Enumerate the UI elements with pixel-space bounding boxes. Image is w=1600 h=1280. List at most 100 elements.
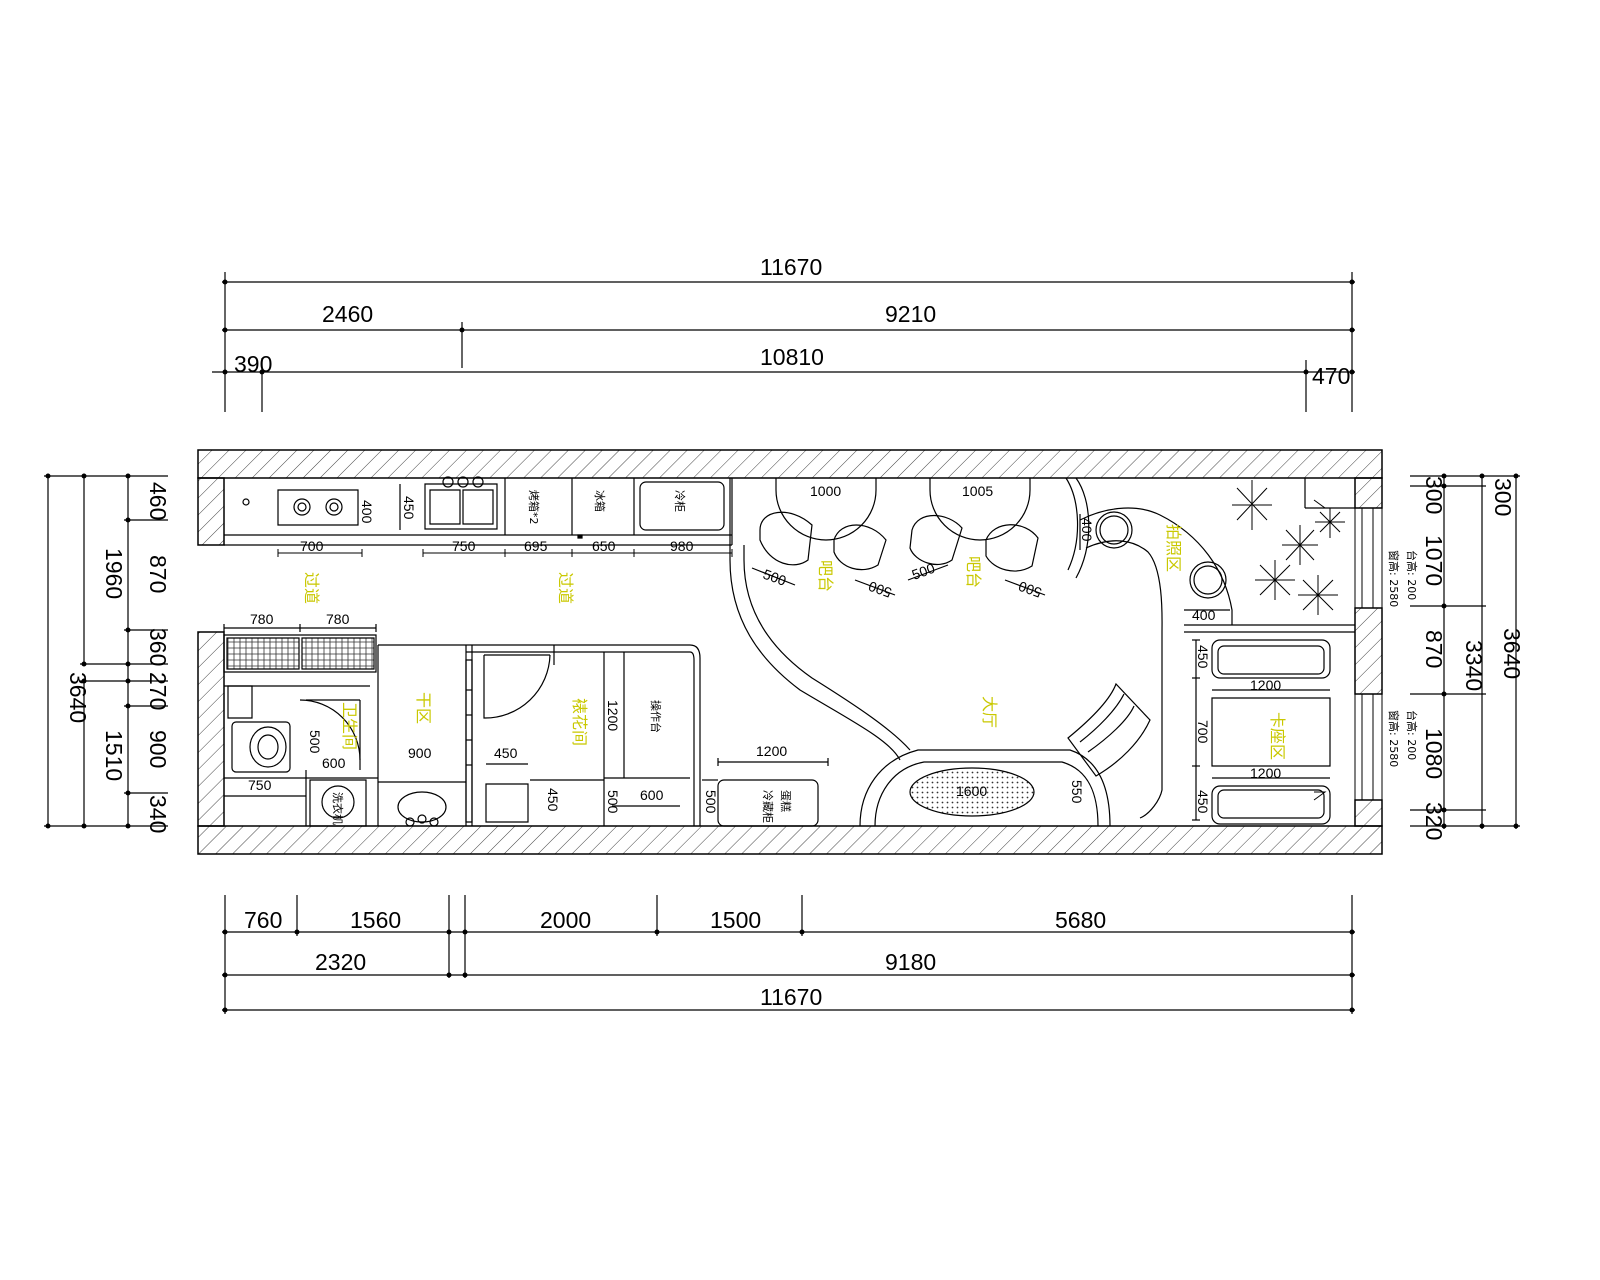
toilet-room-label: 卫生间 — [340, 702, 359, 750]
shelf-height: 1200 — [605, 700, 621, 731]
card-area-label: 卡座区 — [1268, 712, 1287, 760]
dim-right-f: 300 — [1421, 476, 1447, 514]
stove-icon — [278, 490, 358, 525]
sofa-gap: 700 — [1195, 720, 1211, 744]
wc-width: 750 — [248, 777, 272, 793]
toilet-icon — [232, 722, 290, 772]
plant-icon — [1232, 480, 1345, 615]
kitchen-counter — [224, 477, 732, 545]
counter-dims-line — [278, 549, 732, 557]
dim-right-total: 3640 — [1499, 628, 1525, 679]
bottom-dimensions — [222, 895, 1355, 1014]
dim-left-f: 340 — [145, 795, 171, 833]
dry-area-label: 干区 — [414, 692, 433, 724]
dim-right-a: 300 — [1490, 478, 1516, 516]
dim-left-upper: 1960 — [101, 548, 127, 599]
round-stool-2 — [1190, 562, 1226, 598]
cab2-width: 780 — [326, 611, 350, 627]
chair1-dim: 500 — [761, 566, 789, 589]
dim-bottom-d: 1500 — [710, 907, 761, 933]
oval-table — [910, 768, 1034, 816]
deco-room-label: 裱花间 — [570, 698, 589, 746]
curved-sofa — [1068, 684, 1150, 776]
hall-label: 大厅 — [980, 696, 999, 728]
left-dimensions — [44, 475, 168, 828]
dim-left-b: 870 — [145, 555, 171, 593]
sofa-1 — [1212, 640, 1330, 678]
stove-depth: 400 — [359, 500, 375, 524]
work-depth: 500 — [605, 790, 621, 814]
counter-depth: 500 — [703, 790, 719, 814]
oval-width: 1600 — [956, 783, 987, 799]
bottom-dimension-ticks — [222, 929, 1355, 1013]
display-fridge-icon — [718, 780, 818, 826]
top-dimensions — [212, 272, 1355, 412]
dim-left-total: 3640 — [65, 672, 91, 723]
card-table — [1212, 698, 1330, 766]
display-label-2: 蛋糕 — [779, 790, 793, 812]
dim-top-total: 11670 — [760, 254, 822, 280]
left-dimension-ticks — [45, 473, 131, 829]
bar-table-1 — [776, 478, 876, 540]
dim-bottom-total: 11670 — [760, 984, 822, 1010]
mop-depth: 450 — [545, 788, 561, 812]
mop-width: 450 — [494, 745, 518, 761]
cab1-width: 780 — [250, 611, 274, 627]
sofa-2 — [1212, 786, 1330, 824]
mop-sink-icon — [486, 784, 528, 822]
deco-door-swing — [484, 655, 550, 718]
sofa2-width: 1200 — [1250, 765, 1281, 781]
dim-left-c: 360 — [145, 628, 171, 666]
dim-top-c: 470 — [1312, 363, 1350, 389]
dry-width: 900 — [408, 745, 432, 761]
window-label-2: 窗高: 2580 — [1387, 710, 1401, 767]
cold-cabinet-label: 冷柜 — [673, 490, 686, 512]
bar-hall — [730, 478, 1355, 826]
sink-depth: 450 — [401, 496, 417, 520]
work-width: 600 — [640, 787, 664, 803]
cold-width: 980 — [670, 538, 694, 554]
bar-label-2: 吧台 — [964, 556, 983, 588]
bar-chair-4 — [986, 525, 1038, 571]
chair4-dim: 500 — [1016, 578, 1044, 601]
oval-depth: 550 — [1069, 780, 1085, 804]
sofa-depth-1: 450 — [1195, 645, 1211, 669]
round2-dim: 400 — [1192, 607, 1216, 623]
bar-chair-1 — [760, 512, 812, 565]
dim-bottom-b: 1560 — [350, 907, 401, 933]
round-stool-1 — [1096, 512, 1132, 548]
dim-top-b: 10810 — [760, 344, 824, 370]
basin-icon — [398, 792, 446, 822]
passage-label-2: 过道 — [556, 572, 575, 604]
washer-icon — [322, 786, 354, 818]
bar-chair-3 — [910, 516, 962, 565]
dim-right-b: 1070 — [1421, 535, 1447, 586]
washer-label: 洗衣机 — [331, 792, 345, 825]
oven-label: 烤箱*2 — [527, 490, 541, 525]
round1-dim: 400 — [1079, 518, 1095, 542]
dim-right-c: 870 — [1421, 630, 1447, 668]
toilet-door-swing — [300, 700, 360, 760]
dim-bottom-e: 5680 — [1055, 907, 1106, 933]
sofa1-width: 1200 — [1250, 677, 1281, 693]
sofa-depth-2: 450 — [1195, 790, 1211, 814]
dim-right-d: 1080 — [1421, 728, 1447, 779]
stove-width: 700 — [300, 538, 324, 554]
sill-label-1: 台高: 200 — [1405, 550, 1419, 600]
toilet-gap: 500 — [307, 730, 323, 754]
display-label: 冷藏柜 — [761, 790, 774, 823]
dim-right-e: 320 — [1421, 802, 1447, 840]
lower-left-rooms — [224, 624, 828, 826]
chair3-dim: 500 — [910, 560, 938, 583]
right-dimension-ticks — [1441, 473, 1519, 829]
basin-width: 600 — [322, 755, 346, 771]
dim-bottom-right: 9180 — [885, 949, 936, 975]
dim-left-a: 460 — [145, 482, 171, 520]
prep-label: 操作台 — [649, 700, 663, 733]
dim-right-sub: 3340 — [1461, 640, 1487, 691]
dim-top-a: 390 — [234, 351, 272, 377]
dim-left-e: 900 — [145, 730, 171, 768]
dim-bottom-left: 2320 — [315, 949, 366, 975]
dim-top-left: 2460 — [322, 301, 373, 327]
